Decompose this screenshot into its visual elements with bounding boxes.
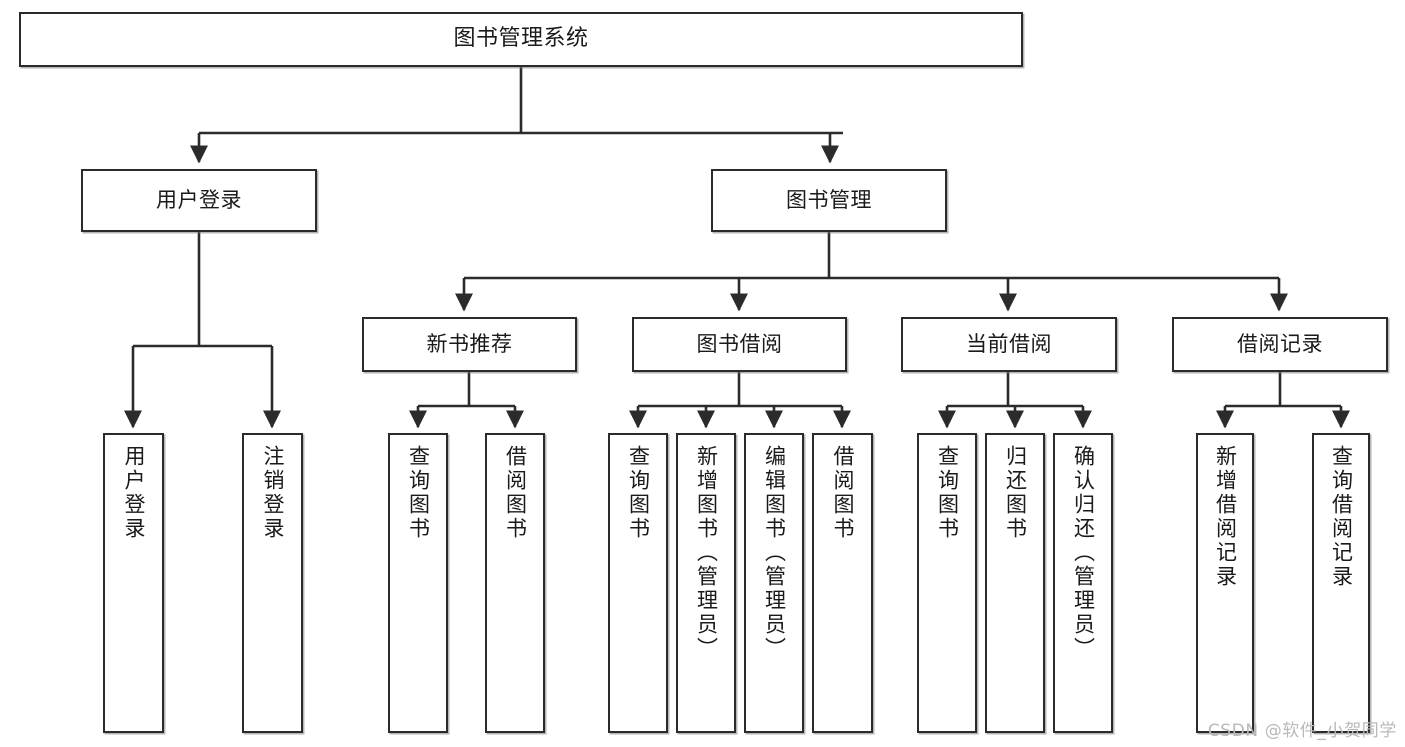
node-borrow-record[interactable]: 借阅记录 bbox=[1172, 317, 1388, 372]
node-leaf-logout[interactable]: 注销登录 bbox=[242, 433, 303, 733]
node-label: 当前借阅 bbox=[966, 331, 1052, 356]
node-root-system[interactable]: 图书管理系统 bbox=[19, 12, 1023, 67]
node-leaf-confirm-return[interactable]: 确认归还（管理员） bbox=[1053, 433, 1113, 733]
node-label: 注销登录 bbox=[261, 445, 285, 541]
node-book-management[interactable]: 图书管理 bbox=[711, 169, 947, 232]
node-label: 新书推荐 bbox=[426, 331, 513, 356]
node-label: 新增图书（管理员） bbox=[694, 445, 719, 661]
node-label: 归还图书 bbox=[1003, 445, 1028, 541]
node-label: 借阅图书 bbox=[503, 445, 528, 541]
node-label: 图书管理 bbox=[786, 187, 872, 212]
node-leaf-add-book[interactable]: 新增图书（管理员） bbox=[676, 433, 736, 733]
node-label: 查询借阅记录 bbox=[1329, 445, 1354, 589]
node-label: 用户登录 bbox=[122, 445, 146, 541]
node-label: 借阅记录 bbox=[1237, 331, 1323, 356]
node-current-borrow[interactable]: 当前借阅 bbox=[901, 317, 1117, 372]
node-label: 用户登录 bbox=[156, 187, 242, 212]
node-label: 确认归还（管理员） bbox=[1071, 445, 1096, 661]
node-leaf-add-borrow-record[interactable]: 新增借阅记录 bbox=[1196, 433, 1254, 733]
node-label: 查询图书 bbox=[935, 445, 960, 541]
node-user-login[interactable]: 用户登录 bbox=[81, 169, 317, 232]
node-book-borrow[interactable]: 图书借阅 bbox=[632, 317, 847, 372]
csdn-watermark: CSDN @软件_小贺同学 bbox=[1207, 721, 1397, 741]
node-leaf-query-book-1[interactable]: 查询图书 bbox=[388, 433, 448, 733]
node-leaf-query-borrow-record[interactable]: 查询借阅记录 bbox=[1312, 433, 1370, 733]
node-label: 查询图书 bbox=[406, 445, 431, 541]
node-new-book-recommend[interactable]: 新书推荐 bbox=[362, 317, 577, 372]
node-label: 查询图书 bbox=[626, 445, 651, 541]
node-label: 新增借阅记录 bbox=[1213, 445, 1238, 589]
node-leaf-query-book-3[interactable]: 查询图书 bbox=[917, 433, 977, 733]
node-leaf-return-book[interactable]: 归还图书 bbox=[985, 433, 1045, 733]
node-label: 借阅图书 bbox=[831, 445, 855, 541]
node-leaf-borrow-book-2[interactable]: 借阅图书 bbox=[812, 433, 873, 733]
node-leaf-query-book-2[interactable]: 查询图书 bbox=[608, 433, 668, 733]
node-label: 编辑图书（管理员） bbox=[762, 445, 787, 661]
node-leaf-borrow-book-1[interactable]: 借阅图书 bbox=[485, 433, 545, 733]
node-leaf-user-login[interactable]: 用户登录 bbox=[103, 433, 164, 733]
node-leaf-edit-book[interactable]: 编辑图书（管理员） bbox=[744, 433, 804, 733]
node-label: 图书借阅 bbox=[696, 331, 783, 356]
node-label: 图书管理系统 bbox=[453, 26, 589, 52]
